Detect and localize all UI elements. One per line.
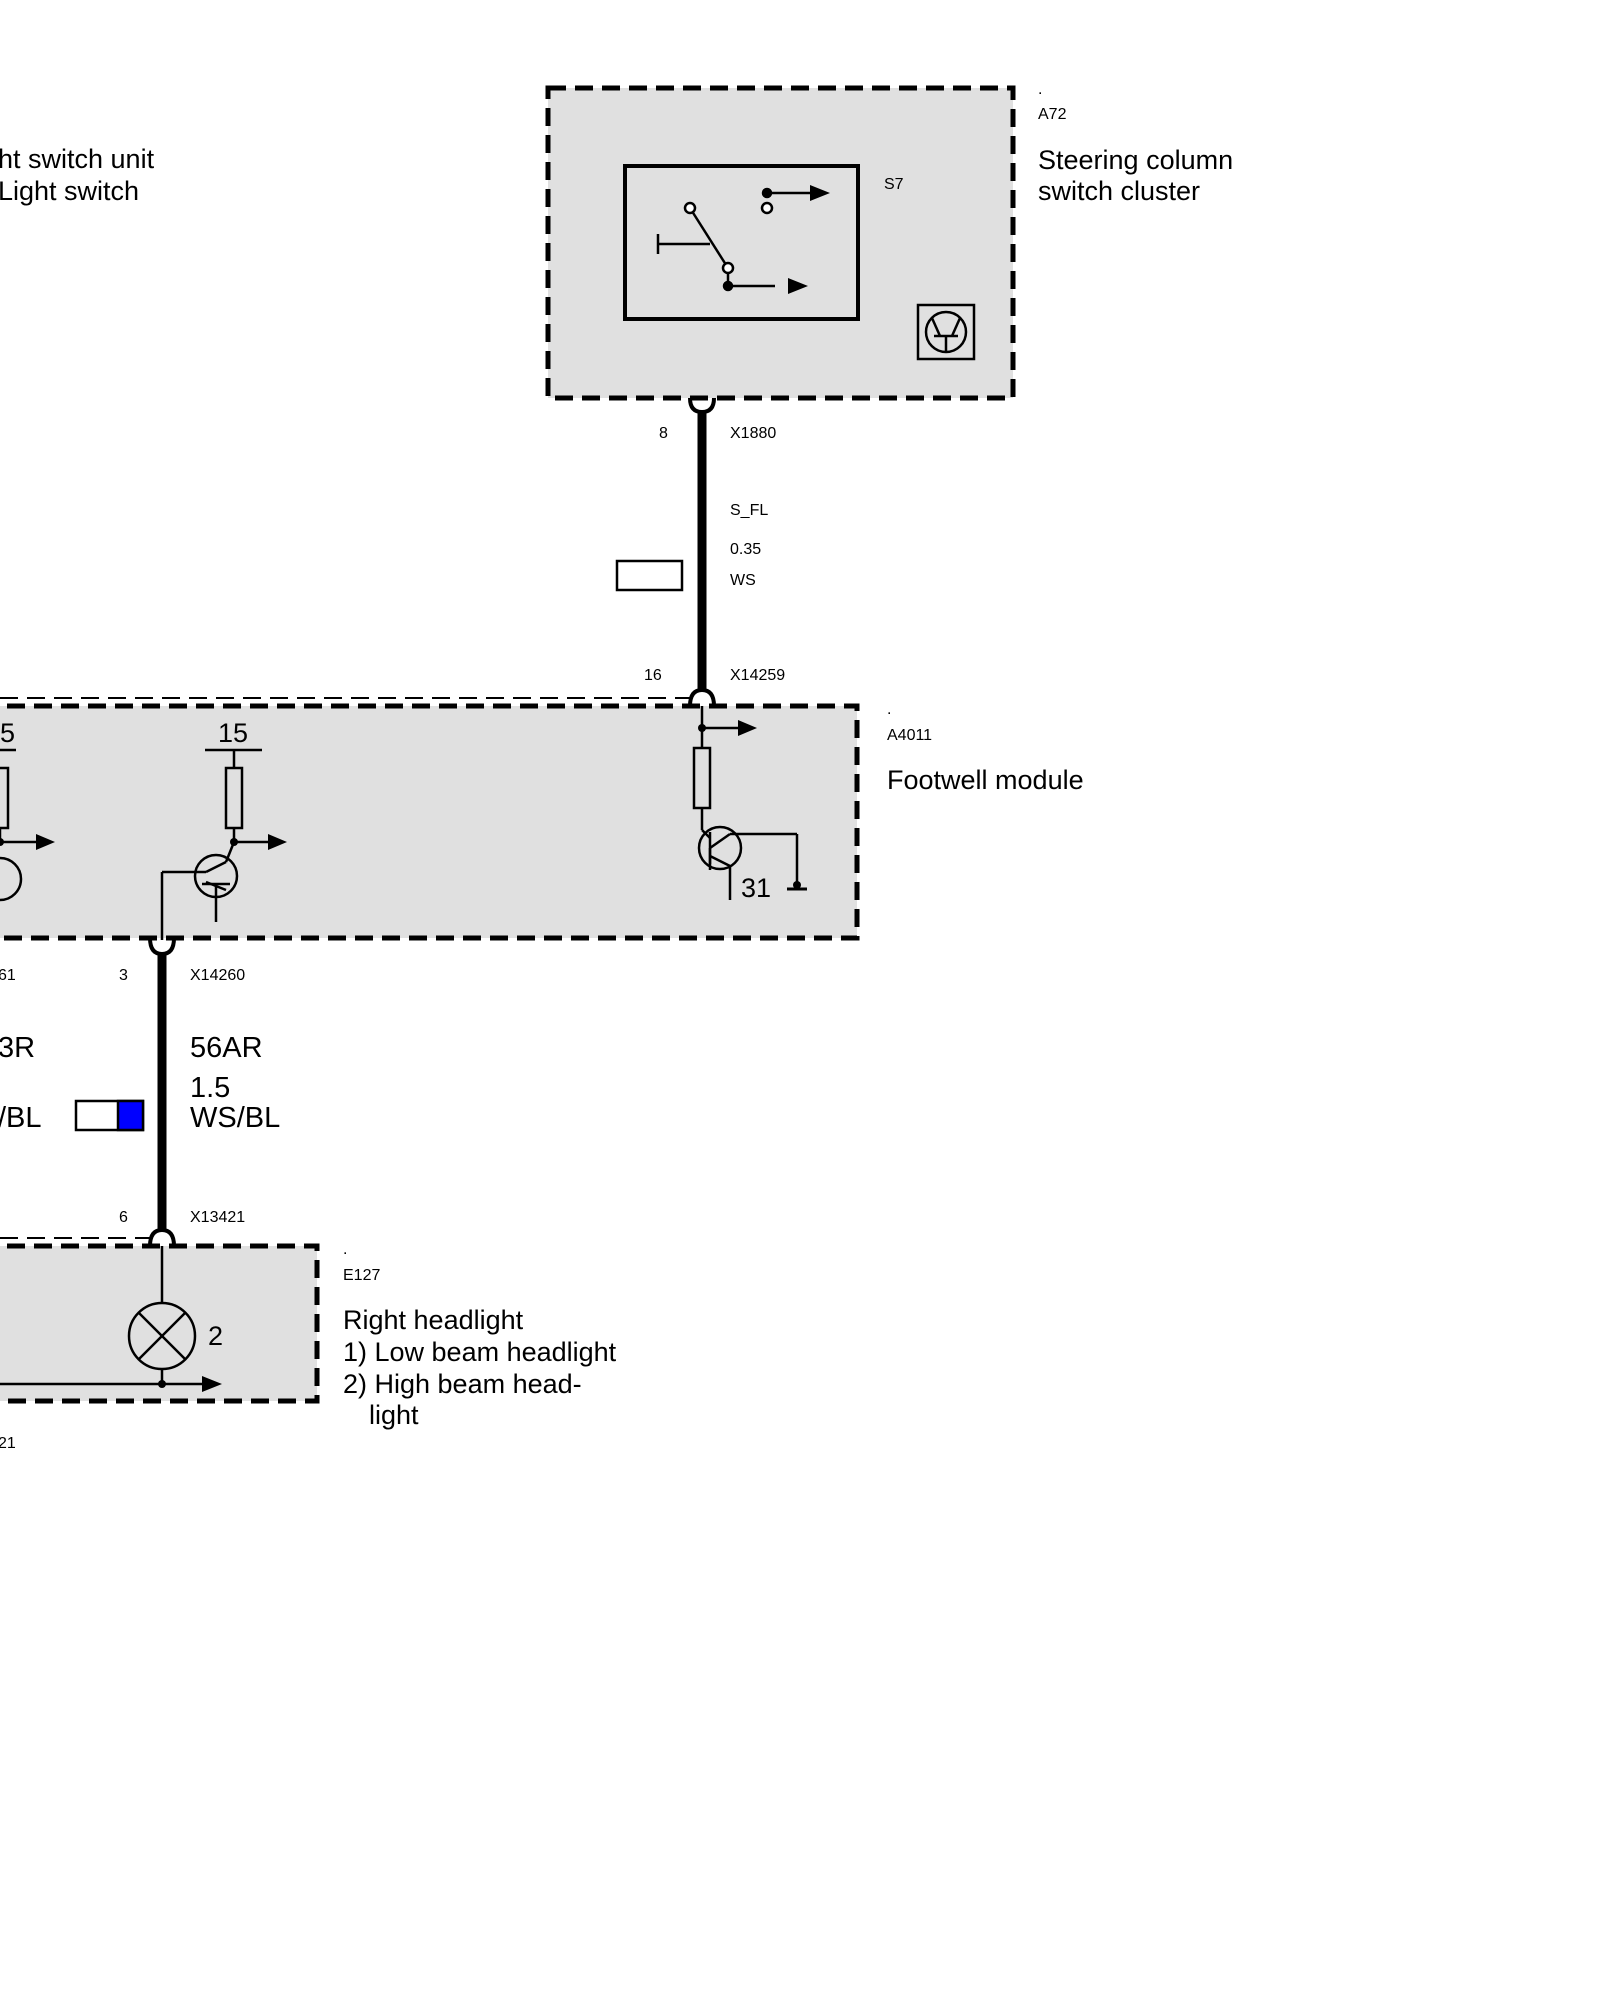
junction-dot bbox=[230, 838, 238, 846]
lower-gauge: 1.5 bbox=[190, 1072, 230, 1104]
terminal-15: 15 bbox=[218, 718, 248, 748]
junction-dot bbox=[698, 724, 706, 732]
lamp-number: 2 bbox=[208, 1321, 223, 1351]
left-bottom-fragment: 21 bbox=[0, 1435, 16, 1452]
wire-color-swatch-ws-bl bbox=[74, 1099, 145, 1132]
right-headlight[interactable]: 2 bbox=[0, 1237, 320, 1404]
wire-56ar[interactable] bbox=[148, 937, 176, 1247]
upper-connector-top: X1880 bbox=[730, 425, 776, 442]
arrow-right-icon bbox=[788, 278, 808, 294]
arrow-right-icon bbox=[36, 834, 55, 850]
left-color-fragment: /BL bbox=[0, 1102, 42, 1134]
lower-connector-bottom: X13421 bbox=[190, 1209, 245, 1226]
a72-dot: . bbox=[1038, 81, 1042, 98]
arrow-right-icon bbox=[738, 720, 757, 736]
a72-title-line1: Steering column bbox=[1038, 145, 1233, 175]
e127-line2: 2) High beam head- bbox=[343, 1369, 582, 1399]
electronic-module-icon bbox=[916, 303, 976, 361]
lower-signal: 56AR bbox=[190, 1032, 263, 1064]
upper-signal: S_FL bbox=[730, 502, 768, 519]
e127-dot: . bbox=[343, 1241, 347, 1258]
a72-title-line2: switch cluster bbox=[1038, 176, 1200, 206]
ground-terminal-31: 31 bbox=[741, 873, 771, 903]
a4011-dashed-box bbox=[0, 703, 860, 941]
arrow-right-icon bbox=[268, 834, 287, 850]
lower-pin-bottom: 6 bbox=[119, 1209, 128, 1226]
wire-s-fl[interactable] bbox=[688, 397, 716, 707]
left-signal-fragment: 3R bbox=[0, 1032, 35, 1064]
junction-dot bbox=[158, 1380, 166, 1388]
light-switch-subtitle: Light switch bbox=[0, 176, 139, 206]
junction-dot bbox=[0, 838, 4, 846]
ground-31-icon bbox=[787, 881, 807, 891]
s7-switch-box bbox=[623, 164, 860, 321]
lower-color-code: WS/BL bbox=[190, 1102, 280, 1134]
lower-connector-top: X14260 bbox=[190, 967, 245, 984]
upper-color-code: WS bbox=[730, 572, 756, 589]
switch-symbol-icon bbox=[656, 187, 812, 292]
footwell-module[interactable]: 31 15 5 bbox=[0, 697, 860, 941]
terminal-5-partial: 5 bbox=[0, 718, 15, 748]
wire-color-swatch-ws bbox=[615, 559, 684, 592]
a4011-ref: A4011 bbox=[887, 727, 932, 744]
upper-pin-bottom: 16 bbox=[644, 667, 662, 684]
upper-pin-top: 8 bbox=[659, 425, 668, 442]
e127-title: Right headlight bbox=[343, 1305, 524, 1335]
e127-dashed-box bbox=[0, 1243, 320, 1404]
a4011-title: Footwell module bbox=[887, 765, 1084, 795]
driver-circuit-15 bbox=[160, 748, 282, 940]
s7-ref: S7 bbox=[884, 176, 904, 193]
arrow-right-icon bbox=[202, 1376, 222, 1392]
upper-gauge: 0.35 bbox=[730, 541, 761, 558]
arrow-right-icon bbox=[810, 185, 830, 201]
steering-column-switch-cluster[interactable] bbox=[545, 85, 1016, 401]
lower-pin-top: 3 bbox=[119, 967, 128, 984]
left-pin-fragment: 61 bbox=[0, 967, 16, 984]
light-switch-unit-title: ht switch unit bbox=[0, 144, 155, 174]
upper-connector-bottom: X14259 bbox=[730, 667, 785, 684]
a4011-dot: . bbox=[887, 701, 891, 718]
e127-ref: E127 bbox=[343, 1267, 380, 1284]
e127-line1: 1) Low beam headlight bbox=[343, 1337, 617, 1367]
e127-line3: light bbox=[369, 1400, 419, 1430]
a72-ref: A72 bbox=[1038, 106, 1067, 123]
